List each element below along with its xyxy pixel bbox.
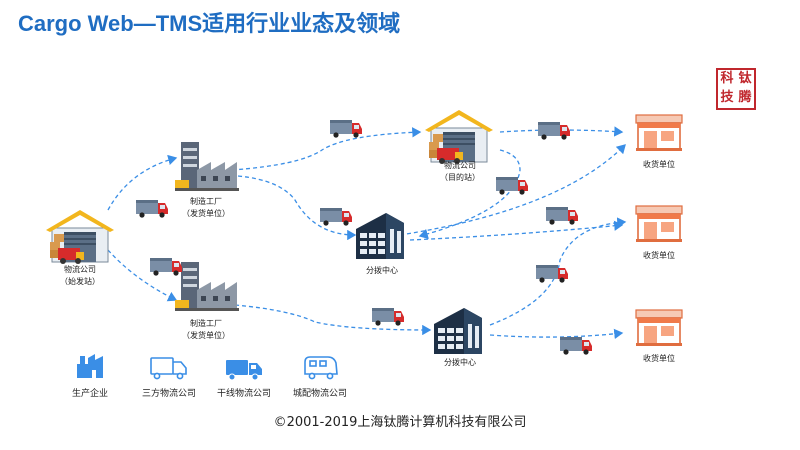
dc1-label: 分拨中心 bbox=[366, 266, 398, 275]
node-name: 制造工厂 bbox=[190, 319, 222, 328]
node-subtitle: （发货单位） bbox=[182, 209, 230, 218]
warehouse-icon bbox=[424, 109, 494, 165]
flow-arrow bbox=[418, 149, 521, 239]
receiver2-label: 收货单位 bbox=[643, 251, 675, 260]
factory1-label: 制造工厂 （发货单位） bbox=[176, 196, 236, 220]
legend-van-icon bbox=[304, 356, 338, 380]
flow-arrow bbox=[409, 220, 624, 241]
factory2-label: 制造工厂 （发货单位） bbox=[176, 318, 236, 342]
node-subtitle: （始发站） bbox=[60, 277, 100, 286]
flow-arrow bbox=[399, 144, 626, 236]
node-subtitle: （发货单位） bbox=[182, 331, 230, 340]
truck-icon bbox=[496, 177, 528, 195]
seal-char: 腾 bbox=[738, 90, 752, 105]
node-subtitle: （目的站） bbox=[440, 173, 480, 182]
truck-icon bbox=[546, 207, 578, 225]
seal-char: 科 bbox=[720, 71, 734, 86]
seal-char: 技 bbox=[720, 90, 734, 105]
office-building-icon bbox=[356, 213, 404, 259]
flow-arrow bbox=[107, 249, 178, 302]
truck-icon bbox=[330, 120, 362, 138]
company-seal-logo: 科 钛 技 腾 bbox=[716, 68, 756, 110]
flow-arrow bbox=[489, 217, 627, 326]
truck-icon bbox=[538, 122, 570, 140]
legend-label: 城配物流公司 bbox=[292, 389, 347, 399]
legend-label: 生产企业 bbox=[71, 389, 108, 399]
legend-label: 干线物流公司 bbox=[216, 389, 271, 399]
page-title: Cargo Web—TMS适用行业业态及领域 bbox=[18, 11, 401, 36]
warehouse-icon bbox=[45, 209, 115, 265]
store-icon bbox=[635, 309, 683, 347]
factory-icon bbox=[175, 142, 239, 191]
receiver3-label: 收货单位 bbox=[643, 354, 675, 363]
receiver1-label: 收货单位 bbox=[643, 160, 675, 169]
truck-icon bbox=[372, 308, 404, 326]
legend-factory-icon bbox=[77, 354, 103, 378]
store-icon bbox=[635, 114, 683, 152]
node-name: 物流公司 bbox=[64, 265, 96, 274]
factory-icon bbox=[175, 262, 239, 311]
flow-arrow bbox=[489, 328, 624, 340]
legend-truck-outline-icon bbox=[150, 357, 187, 380]
truck-icon bbox=[536, 265, 568, 283]
truck-icon bbox=[150, 258, 182, 276]
origin-hub-label: 物流公司 （始发站） bbox=[48, 264, 112, 288]
office-building-icon bbox=[434, 308, 482, 354]
node-name: 制造工厂 bbox=[190, 197, 222, 206]
flow-arrow bbox=[237, 175, 357, 241]
truck-icon bbox=[136, 200, 168, 218]
flow-arrow bbox=[499, 126, 624, 137]
flow-arrow bbox=[234, 304, 432, 336]
legend-truck-solid-icon bbox=[226, 360, 262, 381]
node-name: 物流公司 bbox=[444, 161, 476, 170]
store-icon bbox=[635, 205, 683, 243]
truck-icon bbox=[320, 208, 352, 226]
flow-arrow bbox=[107, 154, 178, 211]
flow-arrow bbox=[231, 127, 422, 171]
truck-icon bbox=[560, 337, 592, 355]
seal-char: 钛 bbox=[738, 71, 752, 86]
copyright-footer: ©2001-2019上海钛腾计算机科技有限公司 bbox=[273, 415, 527, 430]
legend-label: 三方物流公司 bbox=[141, 389, 196, 399]
dest-hub-label: 物流公司 （目的站） bbox=[430, 160, 490, 184]
dc2-label: 分拨中心 bbox=[444, 358, 476, 367]
